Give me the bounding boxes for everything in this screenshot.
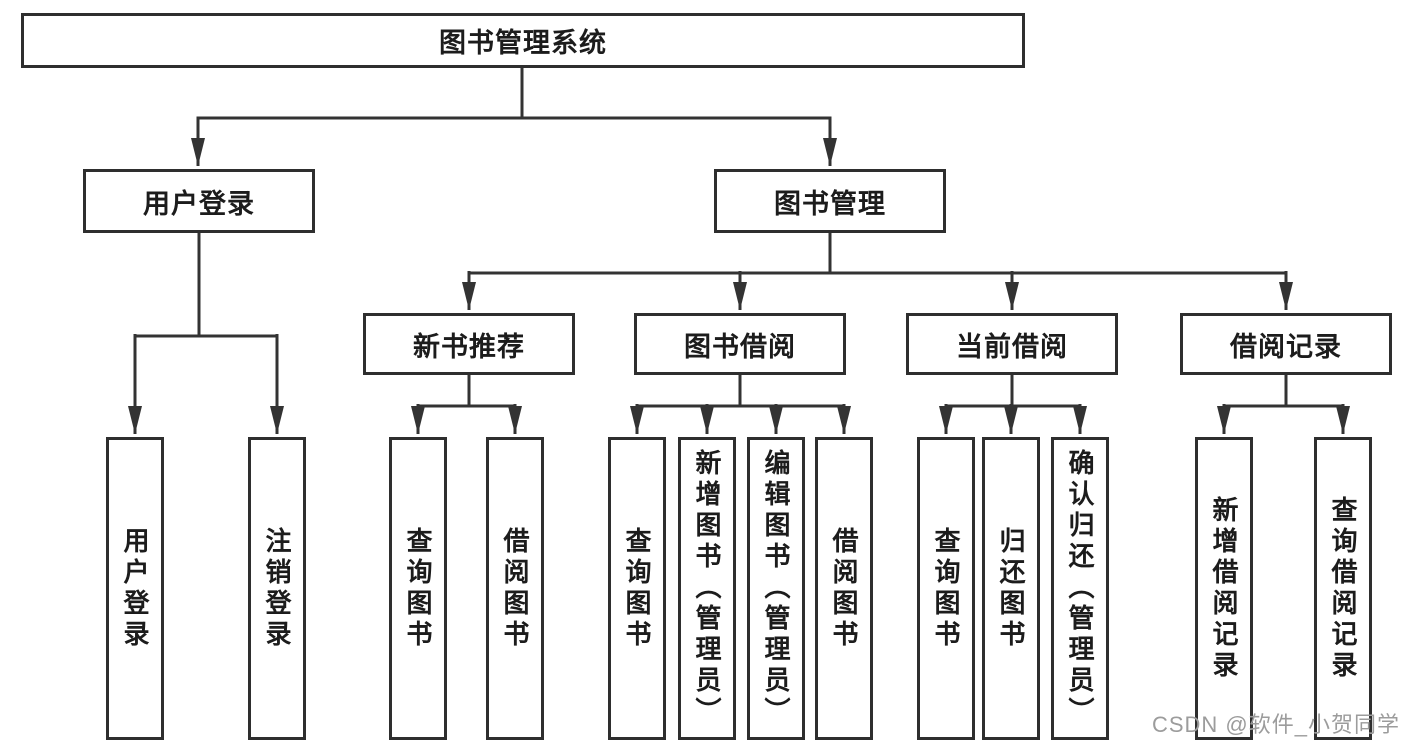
leaf-query-borrow-record: 查询借阅记录 (1314, 437, 1372, 740)
node-library-system-label: 图书管理系统 (439, 28, 607, 58)
leaf-edit-book-admin: 编辑图书（管理员） (747, 437, 805, 740)
leaf-logout-label: 注销登录 (262, 526, 292, 651)
leaf-user-login: 用户登录 (106, 437, 164, 740)
edge-borrowing-to-leaves (630, 375, 851, 434)
node-current-borrowing: 当前借阅 (906, 313, 1118, 375)
node-library-system: 图书管理系统 (21, 13, 1025, 68)
leaf-recommend-query-books-label: 查询图书 (403, 526, 433, 651)
node-user-login-label: 用户登录 (143, 188, 255, 219)
leaf-add-borrow-record-label: 新增借阅记录 (1209, 495, 1239, 682)
csdn-watermark: CSDN @软件_小贺同学 (1151, 712, 1400, 737)
leaf-borrow-books: 借阅图书 (815, 437, 873, 740)
edge-current-borrow-to-leaves (939, 375, 1087, 434)
leaf-recommend-borrow-books-label: 借阅图书 (500, 526, 530, 651)
leaf-user-login-label: 用户登录 (120, 526, 150, 651)
leaf-confirm-return-admin-label: 确认归还（管理员） (1065, 449, 1095, 728)
leaf-borrow-query-books: 查询图书 (608, 437, 666, 740)
node-book-borrowing-label: 图书借阅 (684, 331, 796, 362)
leaf-query-borrow-record-label: 查询借阅记录 (1328, 495, 1358, 682)
node-borrowing-records: 借阅记录 (1180, 313, 1392, 375)
node-user-login: 用户登录 (83, 169, 315, 233)
leaf-current-query-books-label: 查询图书 (931, 526, 961, 651)
node-book-management-label: 图书管理 (774, 188, 886, 219)
leaf-add-book-admin: 新增图书（管理员） (678, 437, 736, 740)
node-new-book-recommendation-label: 新书推荐 (413, 331, 525, 362)
leaf-add-borrow-record: 新增借阅记录 (1195, 437, 1253, 740)
leaf-confirm-return-admin: 确认归还（管理员） (1051, 437, 1109, 740)
node-current-borrowing-label: 当前借阅 (956, 331, 1068, 362)
node-book-management: 图书管理 (714, 169, 946, 233)
leaf-logout: 注销登录 (248, 437, 306, 740)
leaf-edit-book-admin-label: 编辑图书（管理员） (761, 449, 791, 728)
leaf-recommend-borrow-books: 借阅图书 (486, 437, 544, 740)
edge-user-login-to-leaves (128, 233, 284, 434)
leaf-current-query-books: 查询图书 (917, 437, 975, 740)
leaf-borrow-query-books-label: 查询图书 (622, 526, 652, 651)
edge-recommendation-to-leaves (411, 375, 522, 434)
node-book-borrowing: 图书借阅 (634, 313, 846, 375)
edge-root-to-level2 (191, 68, 837, 166)
leaf-borrow-books-label: 借阅图书 (829, 526, 859, 651)
leaf-recommend-query-books: 查询图书 (389, 437, 447, 740)
edge-records-to-leaves (1217, 375, 1350, 434)
leaf-return-books-label: 归还图书 (996, 526, 1026, 651)
leaf-return-books: 归还图书 (982, 437, 1040, 740)
edge-book-management-to-level3 (462, 233, 1293, 310)
leaf-add-book-admin-label: 新增图书（管理员） (692, 449, 722, 728)
node-borrowing-records-label: 借阅记录 (1230, 331, 1342, 362)
node-new-book-recommendation: 新书推荐 (363, 313, 575, 375)
